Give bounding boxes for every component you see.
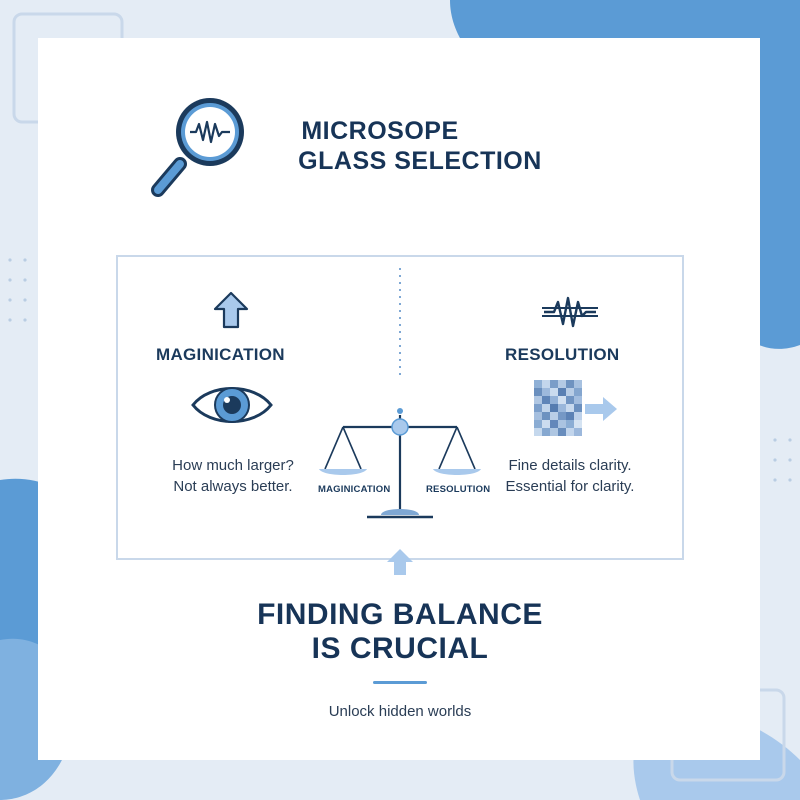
magnifying-glass-icon — [151, 98, 244, 197]
tagline: Unlock hidden worlds — [328, 703, 472, 720]
resolution-description-line1: Fine details clarity. — [508, 457, 632, 474]
magnification-title: MAGINICATION — [156, 345, 285, 364]
magnification-description-line2: Not always better. — [173, 478, 293, 495]
scale-right-pan-label: RESOLUTION — [426, 484, 491, 495]
resolution-title: RESOLUTION — [505, 345, 620, 364]
resolution-description-line2: Essential for clarity. — [505, 478, 635, 495]
magnification-description: How much larger? Not always better. — [133, 455, 333, 497]
scale-left-pan-label: MAGINICATION — [318, 484, 391, 495]
resolution-description: Fine details clarity. Essential for clar… — [480, 455, 660, 497]
arrow-up-icon — [213, 291, 249, 329]
page-title-line1: MICROSOPE — [301, 117, 459, 145]
eye-icon — [191, 387, 273, 423]
center-divider — [399, 268, 401, 378]
pixelated-image-icon — [534, 380, 582, 436]
page-title-line2: GLASS SELECTION — [298, 147, 542, 175]
main-card — [38, 38, 760, 760]
arrow-right-icon — [585, 397, 617, 421]
arrow-up-small-icon — [387, 549, 413, 575]
headline-underline — [373, 681, 427, 684]
conclusion-headline-line1: FINDING BALANCE — [257, 598, 543, 631]
waveform-icon — [542, 296, 598, 328]
balance-scale-icon — [319, 408, 481, 519]
conclusion-headline-line2: IS CRUCIAL — [311, 632, 489, 665]
magnification-description-line1: How much larger? — [172, 457, 294, 474]
